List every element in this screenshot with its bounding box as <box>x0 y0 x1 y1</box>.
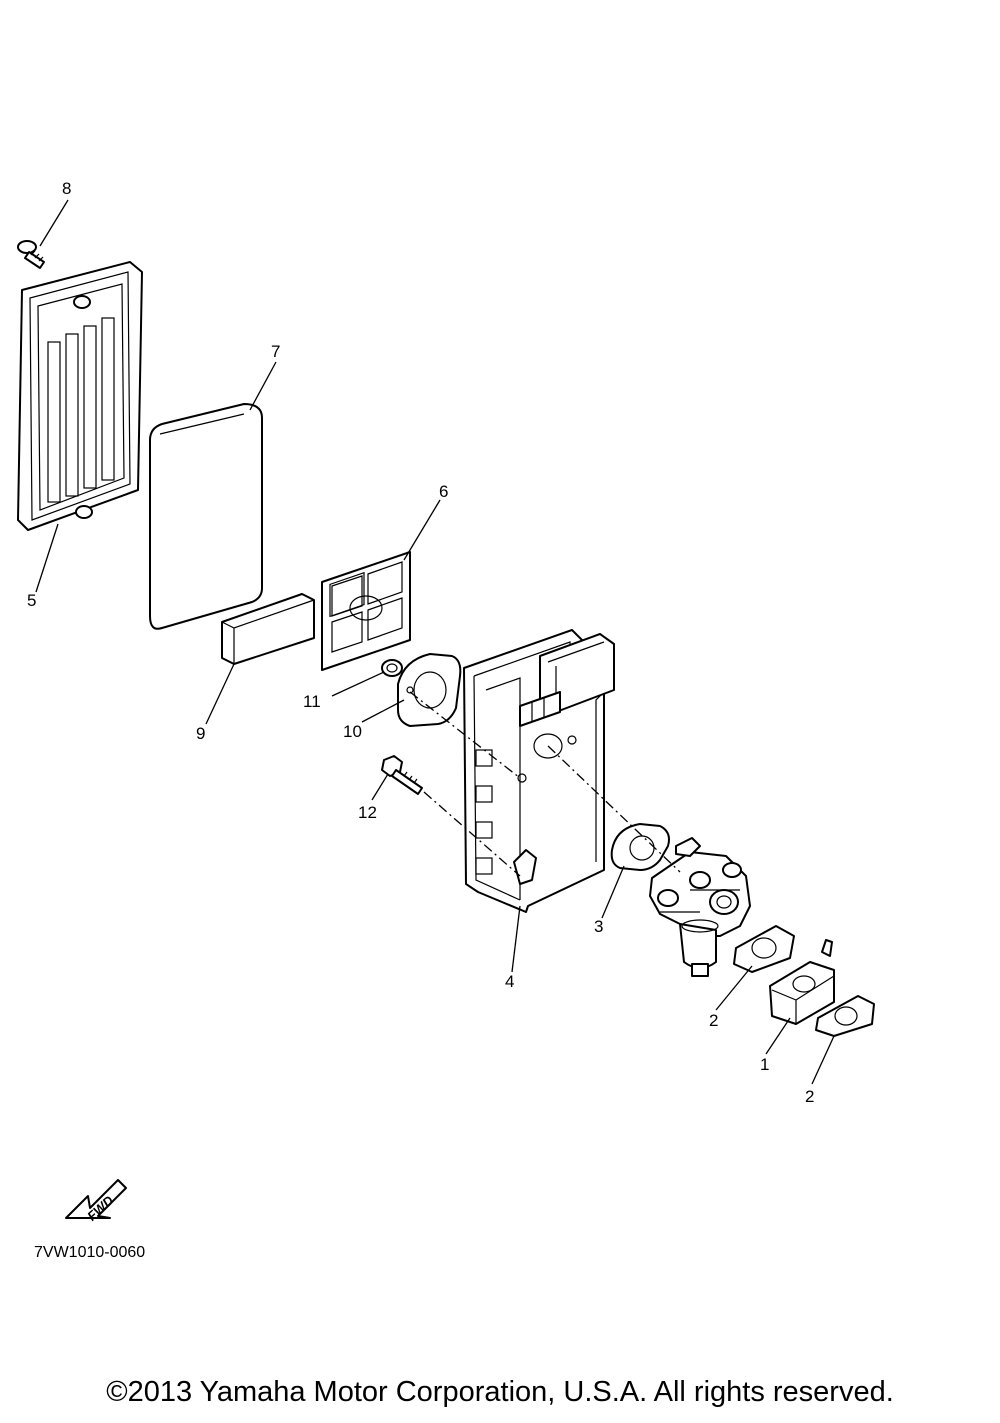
nut-part-11 <box>381 659 403 677</box>
gasket-part-10 <box>397 653 462 727</box>
callout-part-1: 1 <box>760 1055 769 1074</box>
joint-part-1 <box>769 939 835 1025</box>
callout-part-9: 9 <box>196 724 205 743</box>
gasket-part-6 <box>321 551 411 671</box>
intake-silencer-part-4 <box>463 629 615 913</box>
copyright-notice: ©2013 Yamaha Motor Corporation, U.S.A. A… <box>106 1376 894 1408</box>
callout-part-12: 12 <box>358 803 377 822</box>
callout-part-2b: 2 <box>805 1087 814 1106</box>
bolt-part-12 <box>381 755 423 795</box>
callout-part-10: 10 <box>343 722 362 741</box>
callout-part-5: 5 <box>27 591 36 610</box>
callout-part-2a: 2 <box>709 1011 718 1030</box>
foam-element-part-9 <box>221 593 315 665</box>
callout-part-7: 7 <box>271 342 280 361</box>
callout-part-4: 4 <box>505 972 514 991</box>
diagram-code: 7VW1010-0060 <box>34 1244 145 1261</box>
gasket-part-2b <box>815 995 875 1037</box>
filter-element-part-7 <box>149 403 263 630</box>
callout-part-6: 6 <box>439 482 448 501</box>
assembly-line-bolt <box>423 791 521 877</box>
gasket-part-3 <box>610 823 670 871</box>
callout-part-3: 3 <box>594 917 603 936</box>
air-filter-cover-part-5 <box>17 261 143 531</box>
callout-part-11: 11 <box>303 692 321 711</box>
callout-part-8: 8 <box>62 179 71 198</box>
gasket-part-2a <box>733 925 795 973</box>
forward-direction-arrow: FWD <box>65 1179 127 1224</box>
leader-lines <box>35 199 835 1085</box>
assembly-line-nut <box>409 691 521 779</box>
screw-part-8 <box>17 240 45 269</box>
carburetor <box>649 837 751 977</box>
